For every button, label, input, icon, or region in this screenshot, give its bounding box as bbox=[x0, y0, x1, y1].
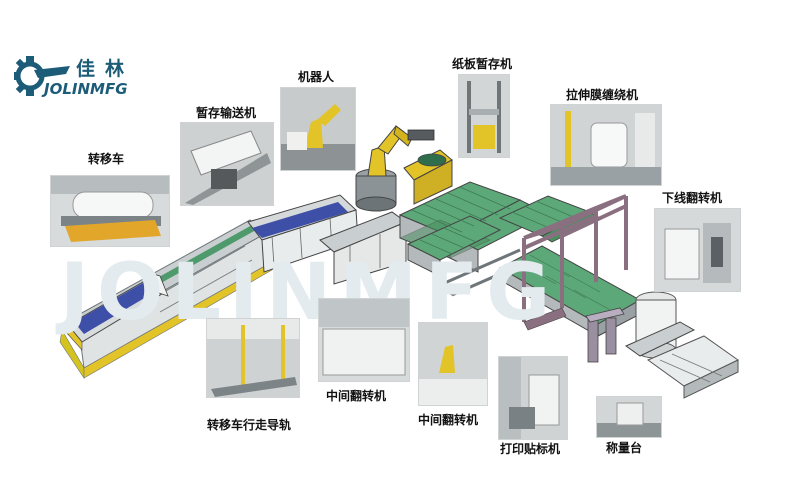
logo-name-en: JOLINMFG bbox=[44, 80, 128, 98]
jolinmfg-logo bbox=[14, 56, 70, 96]
label-stretch-wrapper: 拉伸膜缠绕机 bbox=[566, 88, 639, 102]
label-buffer-conveyor: 暂存输送机 bbox=[196, 106, 257, 120]
photo-transfer-rail bbox=[206, 318, 300, 398]
label-middle-flipper-1: 中间翻转机 bbox=[326, 389, 387, 403]
label-robot: 机器人 bbox=[298, 70, 335, 84]
label-weighing-station: 称量台 bbox=[606, 441, 643, 455]
label-label-printer: 打印贴标机 bbox=[500, 442, 561, 456]
photo-label-printer bbox=[498, 356, 568, 440]
transfer-car-unit bbox=[65, 269, 169, 351]
stretch-wrapper-gantry bbox=[522, 194, 628, 322]
label-printer-unit bbox=[585, 307, 625, 363]
label-board-buffer: 纸板暂存机 bbox=[452, 57, 513, 71]
label-offline-flipper: 下线翻转机 bbox=[662, 191, 723, 205]
photo-stretch-wrapper bbox=[550, 104, 662, 186]
photo-middle-flipper-1 bbox=[318, 298, 410, 382]
photo-middle-flipper-2 bbox=[418, 322, 488, 406]
wrapper-base bbox=[523, 307, 567, 331]
label-middle-flipper-2: 中间翻转机 bbox=[418, 413, 479, 427]
photo-offline-flipper bbox=[654, 208, 741, 292]
photo-board-buffer bbox=[458, 74, 510, 158]
photo-transfer-car bbox=[50, 175, 170, 247]
robot-unit bbox=[355, 125, 435, 212]
buffer-conveyor-unit bbox=[247, 194, 359, 273]
photo-buffer-conveyor bbox=[180, 122, 274, 206]
board-buffer-unit bbox=[403, 149, 453, 205]
weighing-station-unit bbox=[624, 291, 696, 359]
photo-robot bbox=[280, 87, 356, 171]
offload-conveyor bbox=[646, 335, 739, 399]
photo-weighing-station bbox=[596, 396, 662, 438]
label-transfer-rail: 转移车行走导轨 bbox=[207, 418, 292, 432]
label-transfer-car: 转移车 bbox=[88, 152, 125, 166]
intermediate-frame bbox=[319, 211, 408, 285]
logo-name-cn: 佳林 bbox=[76, 58, 135, 80]
